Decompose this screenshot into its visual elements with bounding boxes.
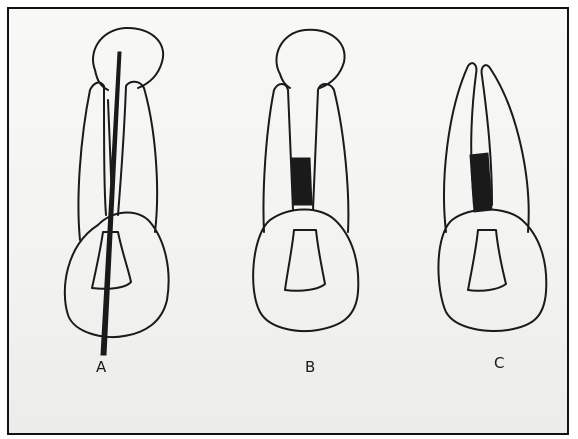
- tooth-a-apical-balloon: [93, 28, 163, 90]
- tooth-b-left-root: [263, 84, 293, 232]
- tooth-b-right-root: [313, 84, 348, 232]
- tooth-a-palatal-root: [118, 82, 157, 232]
- tooth-c: [438, 63, 546, 331]
- tooth-c-filling: [470, 153, 492, 212]
- tooth-b: [253, 30, 358, 331]
- label-a: A: [96, 358, 107, 376]
- tooth-c-pulp-chamber: [468, 230, 506, 291]
- tooth-b-obturation: [292, 158, 312, 205]
- tooth-c-left-root: [444, 63, 476, 232]
- tooth-b-balloon: [276, 30, 344, 88]
- tooth-b-crown: [253, 210, 358, 332]
- tooth-c-crown: [438, 210, 546, 332]
- tooth-b-pulp-chamber: [285, 230, 325, 291]
- tooth-a: [65, 28, 169, 355]
- label-b: B: [305, 358, 315, 376]
- tooth-a-buccal-root: [78, 83, 106, 240]
- label-c: C: [494, 354, 504, 372]
